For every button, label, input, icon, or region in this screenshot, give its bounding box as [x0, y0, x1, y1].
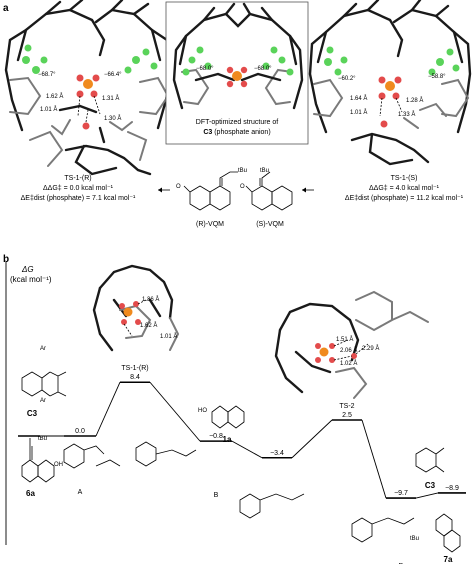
left-dist-4: 1.30 Å [104, 115, 121, 122]
right-dist-2: 1.64 Å [350, 95, 367, 102]
ts2-dist-1: 1.51 Å [336, 336, 353, 343]
ts1r-b-dist-3: 1.01 Å [160, 333, 177, 340]
structure-7a [435, 513, 461, 553]
compound-c3-right: C3 [425, 481, 436, 490]
value-label-p: −8.9 [445, 485, 459, 492]
center-caption-line2: C3 (phosphate anion) [203, 129, 270, 136]
value-label-d: −9.7 [394, 490, 408, 497]
ts2-dist-2: 2.06 Å [340, 347, 357, 354]
right-dist-3: 1.01 Å [350, 109, 367, 116]
value-label-a: 0.0 [75, 428, 85, 435]
state-label-b: B [214, 492, 219, 499]
ts2-dist-3: 2.29 Å [362, 345, 379, 352]
left-dist-1: 1.62 Å [46, 93, 63, 100]
structure-ts1r-panel-b [92, 264, 180, 352]
ts1s-name: TS-1-(S) [391, 175, 418, 182]
s-vqm-structure [245, 171, 293, 211]
r-vqm-label: (R)-VQM [196, 221, 224, 228]
ts1r-b-dist-2: 1.62 Å [140, 322, 157, 329]
ts2-dist-4: 1.02 Å [340, 360, 357, 367]
state-label-ts-1-r-: TS-1-(R) [121, 365, 148, 372]
left-dist-3: 1.01 Å [40, 106, 57, 113]
c3-ar-top: Ar [40, 346, 46, 352]
complex-a [63, 443, 121, 469]
axis-label-unit: (kcal mol⁻¹) [10, 275, 52, 284]
energy-profile: 0.0A8.4TS-1-(R)−0.8B−3.4C2.5TS-2−9.7D−8.… [18, 365, 466, 564]
ts1r-b-dist-1: 1.36 Å [142, 296, 159, 303]
structure-ts1r-3d [4, 0, 174, 176]
ts1s-ddg: ΔΔG‡ = 4.0 kcal mol⁻¹ [369, 185, 440, 192]
7a-tbu: tBu [410, 536, 419, 542]
s-vqm-tbu: tBu [260, 168, 269, 174]
structure-1a [211, 405, 245, 429]
1a-ho: HO [198, 408, 207, 414]
state-label-ts-2: TS-2 [339, 403, 354, 410]
r-vqm-oxygen: O [176, 184, 181, 190]
right-angle-2: −58.8° [428, 74, 446, 80]
connector-3 [149, 381, 201, 442]
panel-b-label: b [3, 254, 9, 265]
6a-tbu: tBu [38, 436, 47, 442]
6a-oh: OH [54, 462, 63, 468]
right-angle-1: −60.2° [338, 76, 356, 82]
compound-1a: 1a [223, 435, 232, 444]
value-label-ts-1-r-: 8.4 [130, 374, 140, 381]
ts1r-dedist: ΔE‡dist (phosphate) = 7.1 kcal mol⁻¹ [21, 195, 136, 202]
structure-ts1s-3d [308, 0, 472, 166]
ts1s-dedist: ΔE‡dist (phosphate) = 11.2 kcal mol⁻¹ [345, 195, 464, 202]
center-angle-1: −68.0° [196, 66, 214, 72]
structure-c3-2d [21, 371, 67, 397]
structure-c3-right [415, 447, 445, 473]
compound-7a: 7a [444, 555, 453, 564]
arrow-head-right [302, 187, 306, 193]
r-vqm-structure [183, 171, 238, 211]
structure-ts2-panel-b [274, 290, 429, 399]
s-vqm-oxygen: O [240, 184, 245, 190]
arrow-head-left [158, 187, 162, 193]
connector-6 [361, 419, 387, 499]
c3-ar-bottom: Ar [40, 398, 46, 404]
left-angle-1: −68.7° [38, 72, 56, 78]
complex-d [351, 517, 415, 543]
connector-2 [95, 382, 121, 437]
panel-a-label: a [3, 3, 9, 14]
structure-6a [21, 438, 55, 483]
connector-5 [291, 419, 333, 459]
center-caption-line1: DFT-optimized structure of [196, 119, 279, 126]
complex-c [239, 493, 305, 519]
r-vqm-tbu: tBu [238, 168, 247, 174]
right-dist-4: 1.33 Å [398, 111, 415, 118]
center-angle-2: −68.0° [254, 66, 272, 72]
value-label-c: −3.4 [270, 450, 284, 457]
value-label-b: −0.8 [209, 433, 223, 440]
structure-c3-3d [172, 2, 304, 110]
state-label-a: A [78, 489, 83, 496]
left-dist-2: 1.31 Å [102, 95, 119, 102]
right-dist-1: 1.28 Å [406, 97, 423, 104]
value-label-ts-2: 2.5 [342, 412, 352, 419]
complex-b [135, 441, 197, 467]
axis-label-dg: ΔG [21, 265, 34, 274]
left-angle-2: −66.4° [104, 72, 122, 78]
connector-7 [415, 492, 439, 499]
connector-4 [231, 440, 263, 459]
compound-6a: 6a [26, 489, 35, 498]
ts1r-ddg: ΔΔG‡ = 0.0 kcal mol⁻¹ [43, 185, 114, 192]
ts1r-name: TS-1-(R) [64, 175, 91, 182]
compound-c3-left: C3 [27, 409, 38, 418]
s-vqm-label: (S)-VQM [256, 221, 284, 228]
